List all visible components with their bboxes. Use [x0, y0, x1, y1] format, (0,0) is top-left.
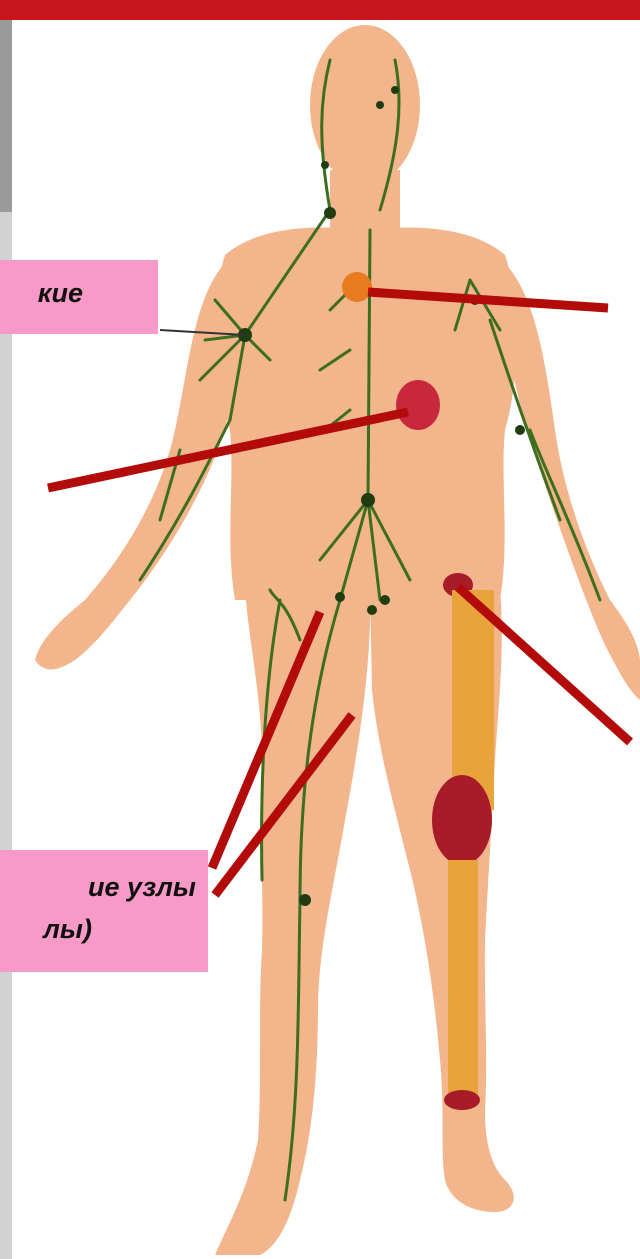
inguinal-lymph-node-3 [380, 595, 390, 605]
right-arm-shape [495, 258, 640, 700]
inguinal-lymph-node-1 [335, 592, 345, 602]
abdominal-lymph-node [361, 493, 375, 507]
leg-lymph-node [299, 894, 311, 906]
label-lymph-vessels: кие [0, 260, 158, 334]
head-lymph-node-2 [391, 86, 399, 94]
tibia-shaft [448, 860, 478, 1100]
head-lymph-node-3 [321, 161, 329, 169]
inguinal-lymph-node-2 [367, 605, 377, 615]
ankle-end [444, 1090, 480, 1110]
thymus-organ [342, 272, 372, 302]
head-shape [310, 25, 420, 185]
label-bottom-text-line2: лы) [43, 914, 92, 945]
label-bottom-text-line1: ие узлы [88, 872, 196, 903]
lymph-vessels [140, 60, 600, 1200]
human-body-silhouette [35, 25, 640, 1255]
right-elbow-lymph-node [515, 425, 525, 435]
left-leg-shape [215, 590, 370, 1255]
label-lymph-nodes: ие узлы лы) [0, 850, 208, 972]
head-lymph-node-1 [376, 101, 384, 109]
spleen-organ [396, 380, 440, 430]
label-top-text: кие [38, 278, 83, 309]
knee-joint [432, 775, 492, 865]
neck-lymph-node [324, 207, 336, 219]
